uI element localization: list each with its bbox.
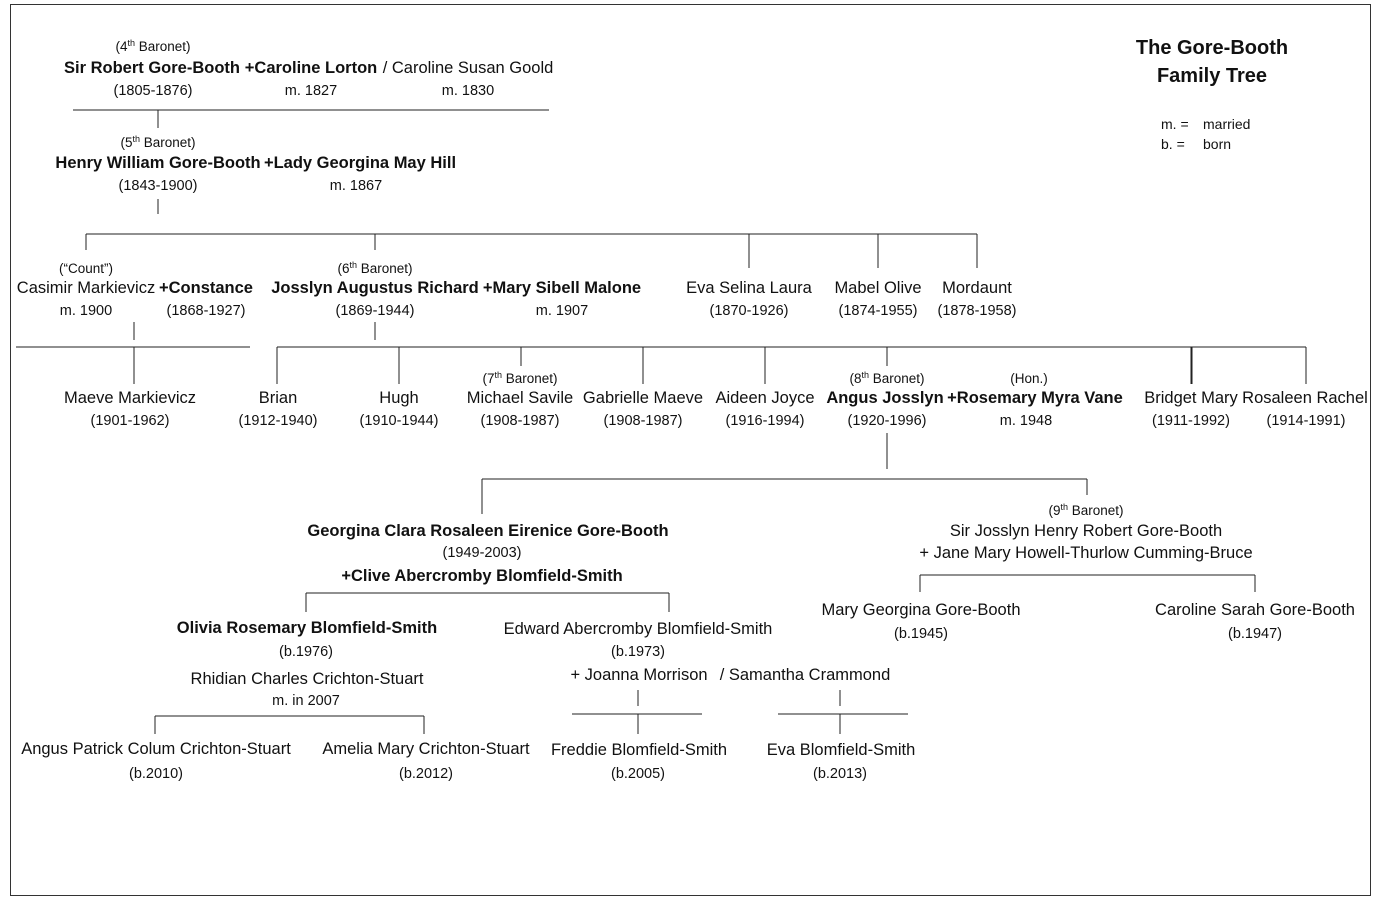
legend-row-married: m. = married	[1161, 114, 1250, 134]
person-dates: (1949-2003)	[442, 545, 522, 561]
person-dates: (1901-1962)	[90, 413, 170, 429]
person-dates: (1874-1955)	[838, 303, 918, 319]
person-name: Hugh	[379, 389, 419, 407]
person-dates: (1870-1926)	[709, 303, 789, 319]
legend-key: b. =	[1161, 136, 1185, 152]
person-name: Amelia Mary Crichton-Stuart	[322, 740, 530, 758]
legend: m. = married b. = born	[1161, 114, 1250, 154]
person-dates: (1920-1996)	[847, 413, 927, 429]
person-name: Eva Blomfield-Smith	[766, 741, 916, 759]
person-name: Mordaunt	[942, 279, 1012, 297]
person-dates: (1916-1994)	[725, 413, 805, 429]
legend-value: born	[1203, 136, 1232, 152]
legend-value: married	[1203, 116, 1251, 132]
title-label: (“Count”)	[58, 261, 114, 276]
marriage-date: m. 1907	[535, 303, 589, 319]
person-name: Michael Savile	[466, 389, 574, 407]
marriage-date: m. 1827	[284, 83, 338, 99]
person-name: +Constance	[159, 279, 253, 297]
person-dates: (b.1976)	[278, 644, 334, 660]
person-dates: (1911-1992)	[1152, 413, 1230, 429]
person-dates: (b.2005)	[610, 766, 666, 782]
person-dates: (1912-1940)	[238, 413, 318, 429]
person-name: Angus Josslyn	[826, 389, 944, 407]
person-name: Rosaleen Rachel	[1242, 389, 1368, 407]
person-name: Sir Josslyn Henry Robert Gore-Booth	[949, 522, 1223, 540]
person-dates: (1908-1987)	[480, 413, 560, 429]
marriage-date: m. 1948	[999, 413, 1053, 429]
person-dates: (1805-1876)	[113, 83, 193, 99]
spouse-name: + Joanna Morrison	[570, 666, 708, 684]
person-dates: (b.1947)	[1227, 626, 1283, 642]
person-name: Sir Robert Gore-Booth	[64, 59, 240, 77]
baronet-label: (6th Baronet)	[337, 260, 413, 277]
title-label: (Hon.)	[1010, 371, 1048, 386]
person-dates: (b.1945)	[893, 626, 949, 642]
marriage-date: m. 1867	[329, 178, 383, 194]
person-name: Mabel Olive	[834, 279, 922, 297]
person-name: Caroline Sarah Gore-Booth	[1155, 601, 1355, 619]
person-name: Edward Abercromby Blomfield-Smith	[503, 620, 773, 638]
diagram-title: The Gore-Booth Family Tree	[1136, 34, 1288, 90]
baronet-label: (4th Baronet)	[115, 38, 191, 55]
person-name: Casimir Markievicz	[16, 279, 156, 297]
person-dates: (b.1973)	[610, 644, 666, 660]
person-dates: (1908-1987)	[603, 413, 683, 429]
person-name: Mary Georgina Gore-Booth	[821, 601, 1021, 619]
spouse-name: +Mary Sibell Malone	[482, 279, 642, 297]
spouse-name: / Samantha Crammond	[719, 666, 891, 684]
person-name: Henry William Gore-Booth	[55, 154, 261, 172]
person-name: Olivia Rosemary Blomfield-Smith	[176, 619, 438, 637]
person-name: Josslyn Augustus Richard	[271, 279, 479, 297]
person-dates: (1878-1958)	[937, 303, 1017, 319]
person-name: Maeve Markievicz	[63, 389, 197, 407]
marriage-date: m. in 2007	[272, 693, 340, 709]
person-dates: (1910-1944)	[359, 413, 439, 429]
title-line-1: The Gore-Booth	[1135, 37, 1289, 59]
spouse-name: +Caroline Lorton	[244, 59, 378, 77]
legend-row-born: b. = born	[1161, 134, 1250, 154]
baronet-label: (7th Baronet)	[482, 370, 558, 387]
baronet-label: (8th Baronet)	[849, 370, 925, 387]
person-name: Freddie Blomfield-Smith	[550, 741, 728, 759]
spouse-name: +Clive Abercromby Blomfield-Smith	[341, 567, 623, 585]
person-dates: (1869-1944)	[335, 303, 415, 319]
person-name: Eva Selina Laura	[686, 279, 812, 297]
person-name: Brian	[258, 389, 298, 407]
spouse-name: Rhidian Charles Crichton-Stuart	[190, 670, 424, 688]
person-dates: (b.2012)	[398, 766, 454, 782]
person-name: Aideen Joyce	[715, 389, 815, 407]
spouse-name: + Jane Mary Howell-Thurlow Cumming-Bruce	[919, 544, 1253, 562]
person-name: Gabrielle Maeve	[582, 389, 704, 407]
legend-key: m. =	[1161, 116, 1189, 132]
spouse-name: / Caroline Susan Goold	[382, 59, 554, 77]
person-dates: (1868-1927)	[166, 303, 246, 319]
marriage-date: m. 1830	[441, 83, 495, 99]
spouse-name: +Rosemary Myra Vane	[947, 389, 1123, 407]
person-dates: (1843-1900)	[118, 178, 198, 194]
person-dates: (b.2010)	[128, 766, 184, 782]
spouse-name: +Lady Georgina May Hill	[263, 154, 457, 172]
person-dates: (1914-1991)	[1266, 413, 1346, 429]
person-name: Georgina Clara Rosaleen Eirenice Gore-Bo…	[307, 522, 669, 540]
person-name: Bridget Mary	[1144, 389, 1238, 407]
baronet-label: (5th Baronet)	[120, 134, 196, 151]
baronet-label: (9th Baronet)	[1048, 502, 1124, 519]
person-name: Angus Patrick Colum Crichton-Stuart	[21, 740, 291, 758]
marriage-date: m. 1900	[59, 303, 113, 319]
title-line-2: Family Tree	[1156, 65, 1268, 87]
person-dates: (b.2013)	[812, 766, 868, 782]
diagram-frame	[10, 4, 1371, 896]
